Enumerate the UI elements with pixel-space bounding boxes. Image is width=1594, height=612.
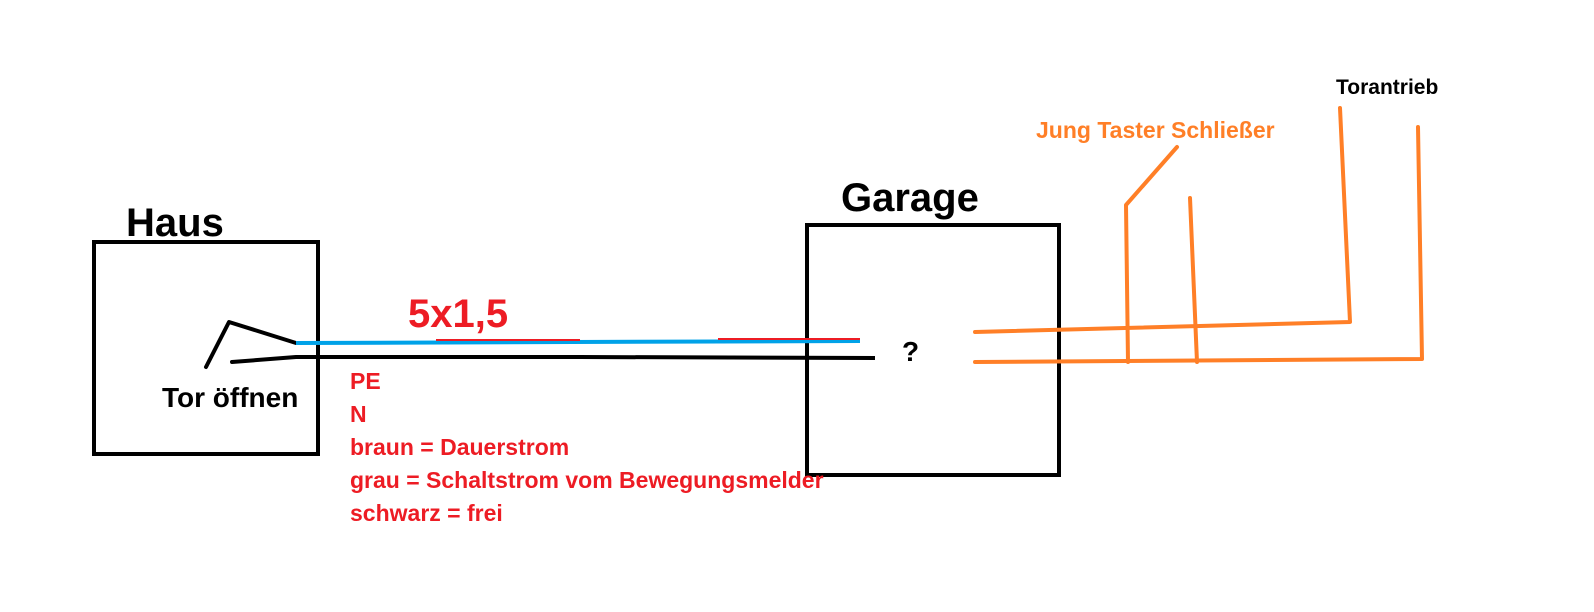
house-label: Haus (126, 201, 224, 245)
switch-label: Tor öffnen (162, 382, 299, 413)
note-brown: braun = Dauerstrom (350, 434, 570, 460)
red-cable-marks (436, 338, 860, 341)
wire-upper (973, 106, 1352, 334)
black-wire (296, 355, 876, 360)
switch-symbol (204, 320, 298, 369)
orange-wiring (973, 106, 1424, 364)
garage-box (805, 223, 1061, 477)
house-box (92, 240, 320, 456)
note-pe: PE (350, 368, 381, 394)
wire-notes: PE N braun = Dauerstrom grau = Schaltstr… (350, 365, 824, 530)
gate-drive-label: Torantrieb (1336, 76, 1439, 99)
push-button-contact-left (1124, 145, 1179, 364)
push-button-label: Jung Taster Schließer (1036, 117, 1275, 143)
note-n: N (350, 401, 367, 427)
blue-cable (295, 339, 861, 345)
note-black: schwarz = frei (350, 500, 503, 526)
note-grey: grau = Schaltstrom vom Bewegungsmelder (350, 467, 824, 493)
garage-label: Garage (841, 176, 979, 220)
wire-lower (973, 125, 1424, 364)
cable-spec-label: 5x1,5 (408, 292, 509, 336)
push-button-contact-right (1188, 196, 1199, 364)
unknown-label: ? (902, 336, 920, 367)
